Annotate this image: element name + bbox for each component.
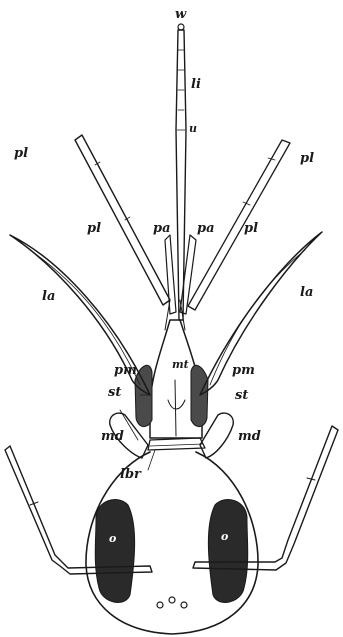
palp-left (75, 135, 170, 305)
label-st-left: st (108, 385, 121, 400)
label-lbr: lbr (120, 467, 142, 482)
label-st-right: st (235, 388, 248, 403)
label-pm-left: pm (114, 363, 137, 378)
stipes-right (191, 365, 208, 426)
stipes-left (135, 365, 152, 426)
label-pl-top-left: pl (14, 146, 28, 161)
labial-palp-right (180, 235, 196, 314)
label-pl-top-right: pl (300, 151, 314, 166)
label-md-left: md (101, 429, 124, 444)
ocellus (169, 597, 175, 603)
ocellus (157, 602, 163, 608)
label-pa-left: pa (153, 221, 171, 236)
label-u: u (189, 122, 197, 135)
label-li: li (191, 77, 201, 92)
compound-eye-left (95, 500, 134, 603)
label-mt: mt (172, 358, 189, 371)
label-w: w (175, 7, 187, 22)
label-pl-mid-left: pl (87, 221, 101, 236)
label-la-left: la (42, 289, 55, 304)
label-md-right: md (238, 429, 261, 444)
label-la-right: la (300, 285, 313, 300)
label-o-right: o (221, 530, 228, 543)
label-o-left: o (109, 532, 116, 545)
ocellus (181, 602, 187, 608)
label-pa-right: pa (197, 221, 215, 236)
label-pm-right: pm (232, 363, 255, 378)
lacinia-right (200, 232, 322, 395)
label-pl-mid-right: pl (244, 221, 258, 236)
compound-eye-right (208, 500, 247, 603)
ligula-tip (178, 24, 184, 30)
